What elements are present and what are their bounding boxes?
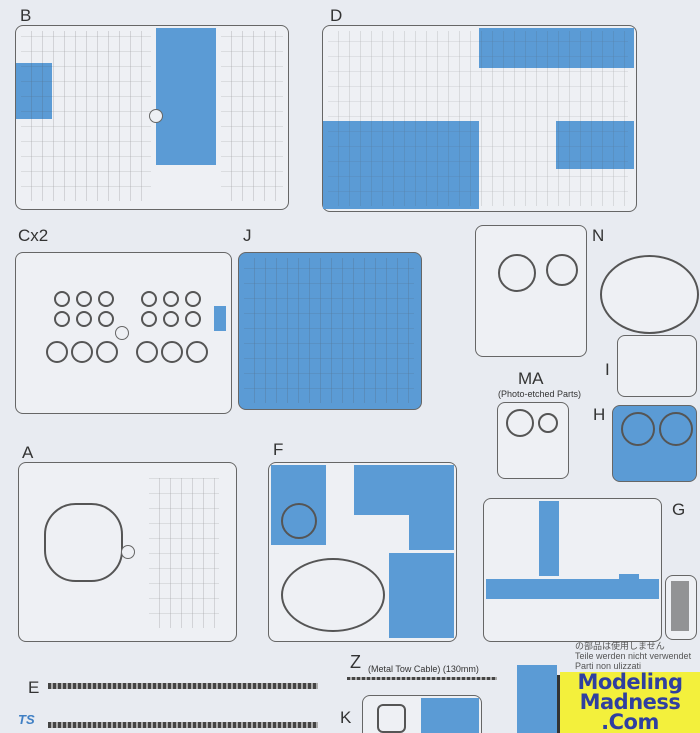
highlight <box>16 63 52 119</box>
sprue-label-j: J <box>243 226 252 245</box>
gate <box>121 545 135 559</box>
sprue-label-k: K <box>340 708 352 727</box>
highlight <box>409 465 454 550</box>
sprue-label-e: E <box>28 678 40 697</box>
sprue-i <box>617 335 697 397</box>
sprue-label-g: G <box>672 500 686 519</box>
highlight <box>539 501 559 576</box>
brand-mark: TS <box>18 712 35 727</box>
track-link-run <box>48 722 318 728</box>
highlight <box>556 121 634 169</box>
z-note: (Metal Tow Cable) (130mm) <box>368 664 479 674</box>
track-link-run <box>48 683 318 689</box>
sprue-label-d: D <box>330 6 343 25</box>
highlight <box>619 574 639 599</box>
part <box>671 581 689 631</box>
sprue-g-small <box>665 575 697 640</box>
watermark-logo: Modeling Madness .Com <box>560 672 700 733</box>
sprue-label-f: F <box>273 440 284 459</box>
unused-parts-swatch <box>517 665 557 733</box>
sprue-d <box>322 25 637 212</box>
sprue-j <box>238 252 422 410</box>
sprue-n <box>475 225 587 357</box>
sprue-c <box>15 252 232 414</box>
sprue-k <box>362 695 482 733</box>
parts <box>21 31 151 201</box>
unused-note-de: Teile werden nicht verwendet <box>575 651 692 661</box>
ma-note: (Photo-etched Parts) <box>498 389 582 399</box>
sprue-f <box>268 462 457 642</box>
parts <box>328 31 628 206</box>
highlight <box>421 698 479 733</box>
highlight <box>214 306 226 331</box>
unused-note-it: Parti non ulizzati <box>575 661 642 671</box>
highlight <box>354 465 409 515</box>
sprue-label-n: N <box>592 226 605 245</box>
highlight <box>156 28 216 165</box>
sprue-label-a: A <box>22 443 34 462</box>
sprue-label-ma: MA <box>518 369 544 388</box>
sprue-label-b: B <box>20 6 32 25</box>
sprue-h <box>612 405 697 482</box>
gate <box>149 109 163 123</box>
gate <box>115 326 129 340</box>
highlight <box>389 553 454 638</box>
turret-part <box>600 255 699 334</box>
parts <box>244 258 414 403</box>
sprue-label-i: I <box>605 360 610 379</box>
sprue-ma <box>497 402 569 479</box>
sprue-b <box>15 25 289 210</box>
sprue-label-c: Cx2 <box>18 226 49 245</box>
sprue-label-z: Z <box>350 652 361 672</box>
highlight <box>323 121 479 209</box>
sprue-a <box>18 462 237 642</box>
highlight <box>486 579 659 599</box>
unused-note-jp: の部品は使用しません <box>575 641 665 651</box>
parts <box>221 31 283 201</box>
highlight <box>479 28 634 68</box>
tow-cable <box>347 677 497 680</box>
sprue-label-h: H <box>593 405 606 424</box>
parts <box>149 478 219 628</box>
sprue-g <box>483 498 662 642</box>
